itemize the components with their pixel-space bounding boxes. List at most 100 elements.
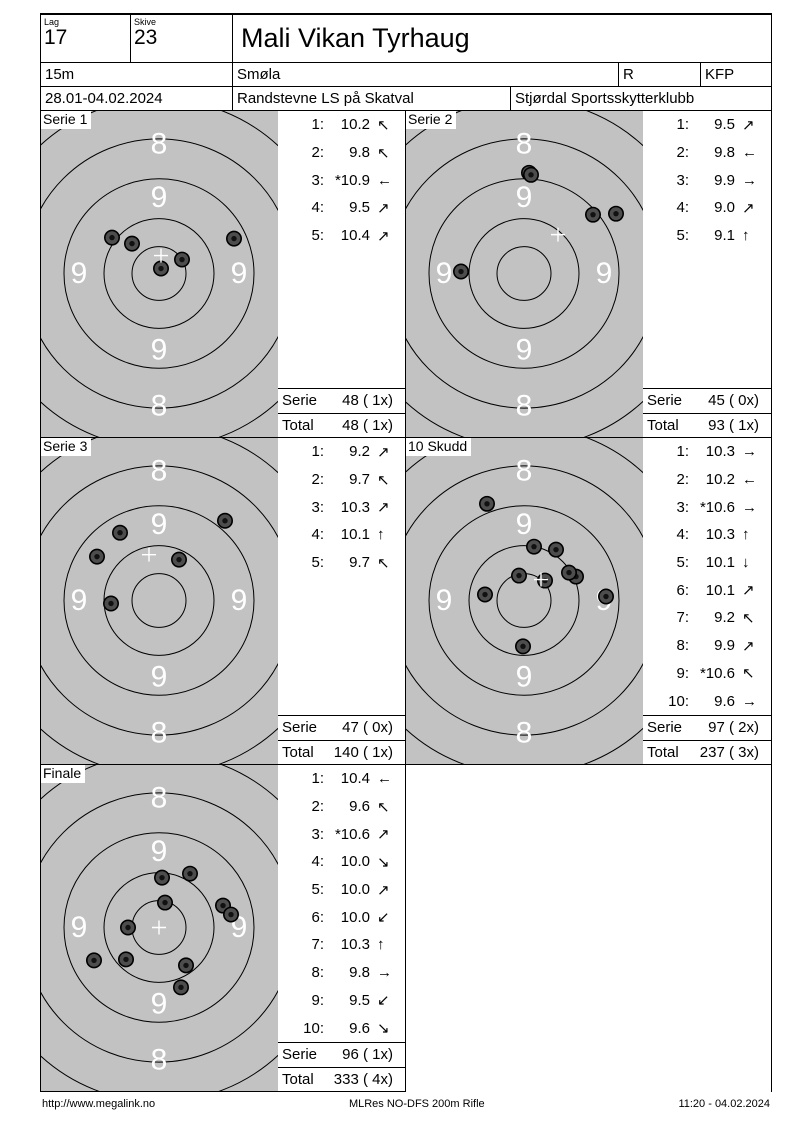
shot-direction-arrow-icon: ↗: [377, 443, 390, 461]
shot-value: 9.9: [714, 171, 735, 189]
shot-direction-arrow-icon: ↖: [742, 609, 755, 627]
lag-label: Lag: [44, 17, 60, 27]
ring-number: 8: [151, 781, 168, 814]
shot-number: 3:: [311, 171, 324, 189]
shot-number: 9:: [676, 664, 689, 682]
mean-point-cross: [551, 227, 565, 242]
shot-value: 9.9: [714, 637, 735, 655]
shot-row: 3: 10.3 ↗: [278, 493, 405, 521]
shot-list: 1: 10.3 → 2: 10.2 ← 3: *10.6 → 4: 10.3 ↑…: [643, 438, 771, 764]
shot-rows: 1: 10.2 ↖ 2: 9.8 ↖ 3: *10.9 ← 4: 9.5 ↗ 5…: [278, 111, 405, 249]
shot-row: 5: 9.7 ↖: [278, 549, 405, 577]
serie-label: Serie: [282, 719, 318, 737]
ring-number: 9: [436, 584, 453, 617]
shot-value: 9.6: [349, 798, 370, 816]
shot-rows: 1: 9.5 ↗ 2: 9.8 ← 3: 9.9 → 4: 9.0 ↗ 5: 9…: [643, 111, 771, 249]
shot-number: 5:: [311, 881, 324, 899]
shot-number: 2:: [311, 471, 324, 489]
shot-value: 9.1: [714, 227, 735, 245]
header-row-3: 28.01-04.02.2024 Randstevne LS på Skatva…: [41, 87, 771, 111]
mean-point-cross: [534, 572, 548, 587]
shot-value: 9.0: [714, 199, 735, 217]
shot-value: 10.2: [340, 116, 370, 134]
shot-direction-arrow-icon: ↗: [377, 826, 390, 844]
lag-value: 17: [44, 26, 68, 49]
shot-direction-arrow-icon: ↗: [377, 227, 390, 245]
shot-direction-arrow-icon: ↖: [377, 554, 390, 572]
mean-point-cross: [152, 920, 166, 935]
total-sum-row: Total 237 ( 3x): [643, 739, 771, 765]
shot-row: 3: *10.6 ↗: [278, 820, 405, 848]
shot-value: 9.7: [349, 554, 370, 572]
shot-value: 9.6: [714, 692, 735, 710]
shot-row: 1: 9.5 ↗: [643, 111, 771, 139]
serie-label: Serie: [282, 1046, 318, 1064]
shot-row: 6: 10.1 ↗: [643, 576, 771, 604]
shot-direction-arrow-icon: →: [742, 171, 757, 189]
shot-direction-arrow-icon: ↖: [377, 144, 390, 162]
ring-number: 8: [151, 390, 168, 423]
shot-row: 2: 9.8 ←: [643, 139, 771, 167]
date-cell: 28.01-04.02.2024: [41, 87, 233, 110]
shot-number: 2:: [676, 144, 689, 162]
shot-direction-arrow-icon: →: [742, 443, 757, 461]
serie-label: Serie: [647, 392, 683, 410]
total-sum-row: Total 333 ( 4x): [278, 1066, 405, 1092]
lag-cell: Lag 17: [41, 15, 131, 62]
shot-row: 6: 10.0 ↙: [278, 903, 405, 931]
total-label: Total: [647, 743, 679, 761]
shot-direction-arrow-icon: ↖: [377, 116, 390, 134]
serie-sum-row: Serie 97 ( 2x): [643, 715, 771, 740]
shot-number: 8:: [311, 964, 324, 982]
shot-number: 3:: [311, 498, 324, 516]
ring-number: 8: [151, 454, 168, 487]
shot-direction-arrow-icon: ↑: [742, 227, 750, 245]
shot-value: *10.9: [334, 171, 370, 189]
shot-number: 1:: [311, 116, 324, 134]
shot-rows: 1: 9.2 ↗ 2: 9.7 ↖ 3: 10.3 ↗ 4: 10.1 ↑ 5:…: [278, 438, 405, 576]
ring-number: 9: [596, 257, 613, 290]
shot-row: 1: 10.2 ↖: [278, 111, 405, 139]
panel-title: Serie 3: [41, 438, 92, 456]
panel-title: Serie 1: [41, 111, 92, 129]
shot-number: 1:: [311, 443, 324, 461]
total-value: 333 ( 4x): [333, 1070, 393, 1088]
shot-number: 4:: [676, 526, 689, 544]
ring-number: 9: [151, 508, 168, 541]
shot-direction-arrow-icon: ↙: [377, 909, 390, 927]
shot-number: 8:: [676, 637, 689, 655]
shot-direction-arrow-icon: ↘: [377, 1020, 390, 1038]
total-label: Total: [282, 743, 314, 761]
shooter-name-cell: Mali Vikan Tyrhaug: [233, 15, 771, 62]
total-sum-row: Total 140 ( 1x): [278, 739, 405, 765]
panel-title: 10 Skudd: [406, 438, 472, 456]
shot-list: 1: 9.2 ↗ 2: 9.7 ↖ 3: 10.3 ↗ 4: 10.1 ↑ 5:…: [278, 438, 405, 764]
shot-row: 4: 10.0 ↘: [278, 848, 405, 876]
shot-direction-arrow-icon: ↖: [377, 798, 390, 816]
serie-value: 47 ( 0x): [342, 719, 393, 737]
ring-number: 9: [151, 661, 168, 694]
skive-label: Skive: [134, 17, 157, 27]
shot-row: 10: 9.6 ↘: [278, 1014, 405, 1042]
ring-number: 8: [151, 127, 168, 160]
shot-direction-arrow-icon: ↓: [742, 554, 750, 572]
shot-value: 10.2: [705, 471, 735, 489]
shot-number: 3:: [676, 498, 689, 516]
shot-direction-arrow-icon: ↑: [742, 526, 750, 544]
shot-row: 8: 9.9 ↗: [643, 632, 771, 660]
shot-value: 9.2: [714, 609, 735, 627]
header-row-1: Lag 17 Skive 23 Mali Vikan Tyrhaug: [41, 15, 771, 63]
shot-row: 8: 9.8 →: [278, 959, 405, 987]
shot-direction-arrow-icon: ↘: [377, 853, 390, 871]
shot-direction-arrow-icon: ↗: [742, 637, 755, 655]
shot-value: 10.0: [340, 908, 370, 926]
shot-value: 10.3: [340, 498, 370, 516]
panel-title: Serie 2: [406, 111, 457, 129]
footer-url-link[interactable]: http://www.megalink.no: [42, 1098, 156, 1110]
